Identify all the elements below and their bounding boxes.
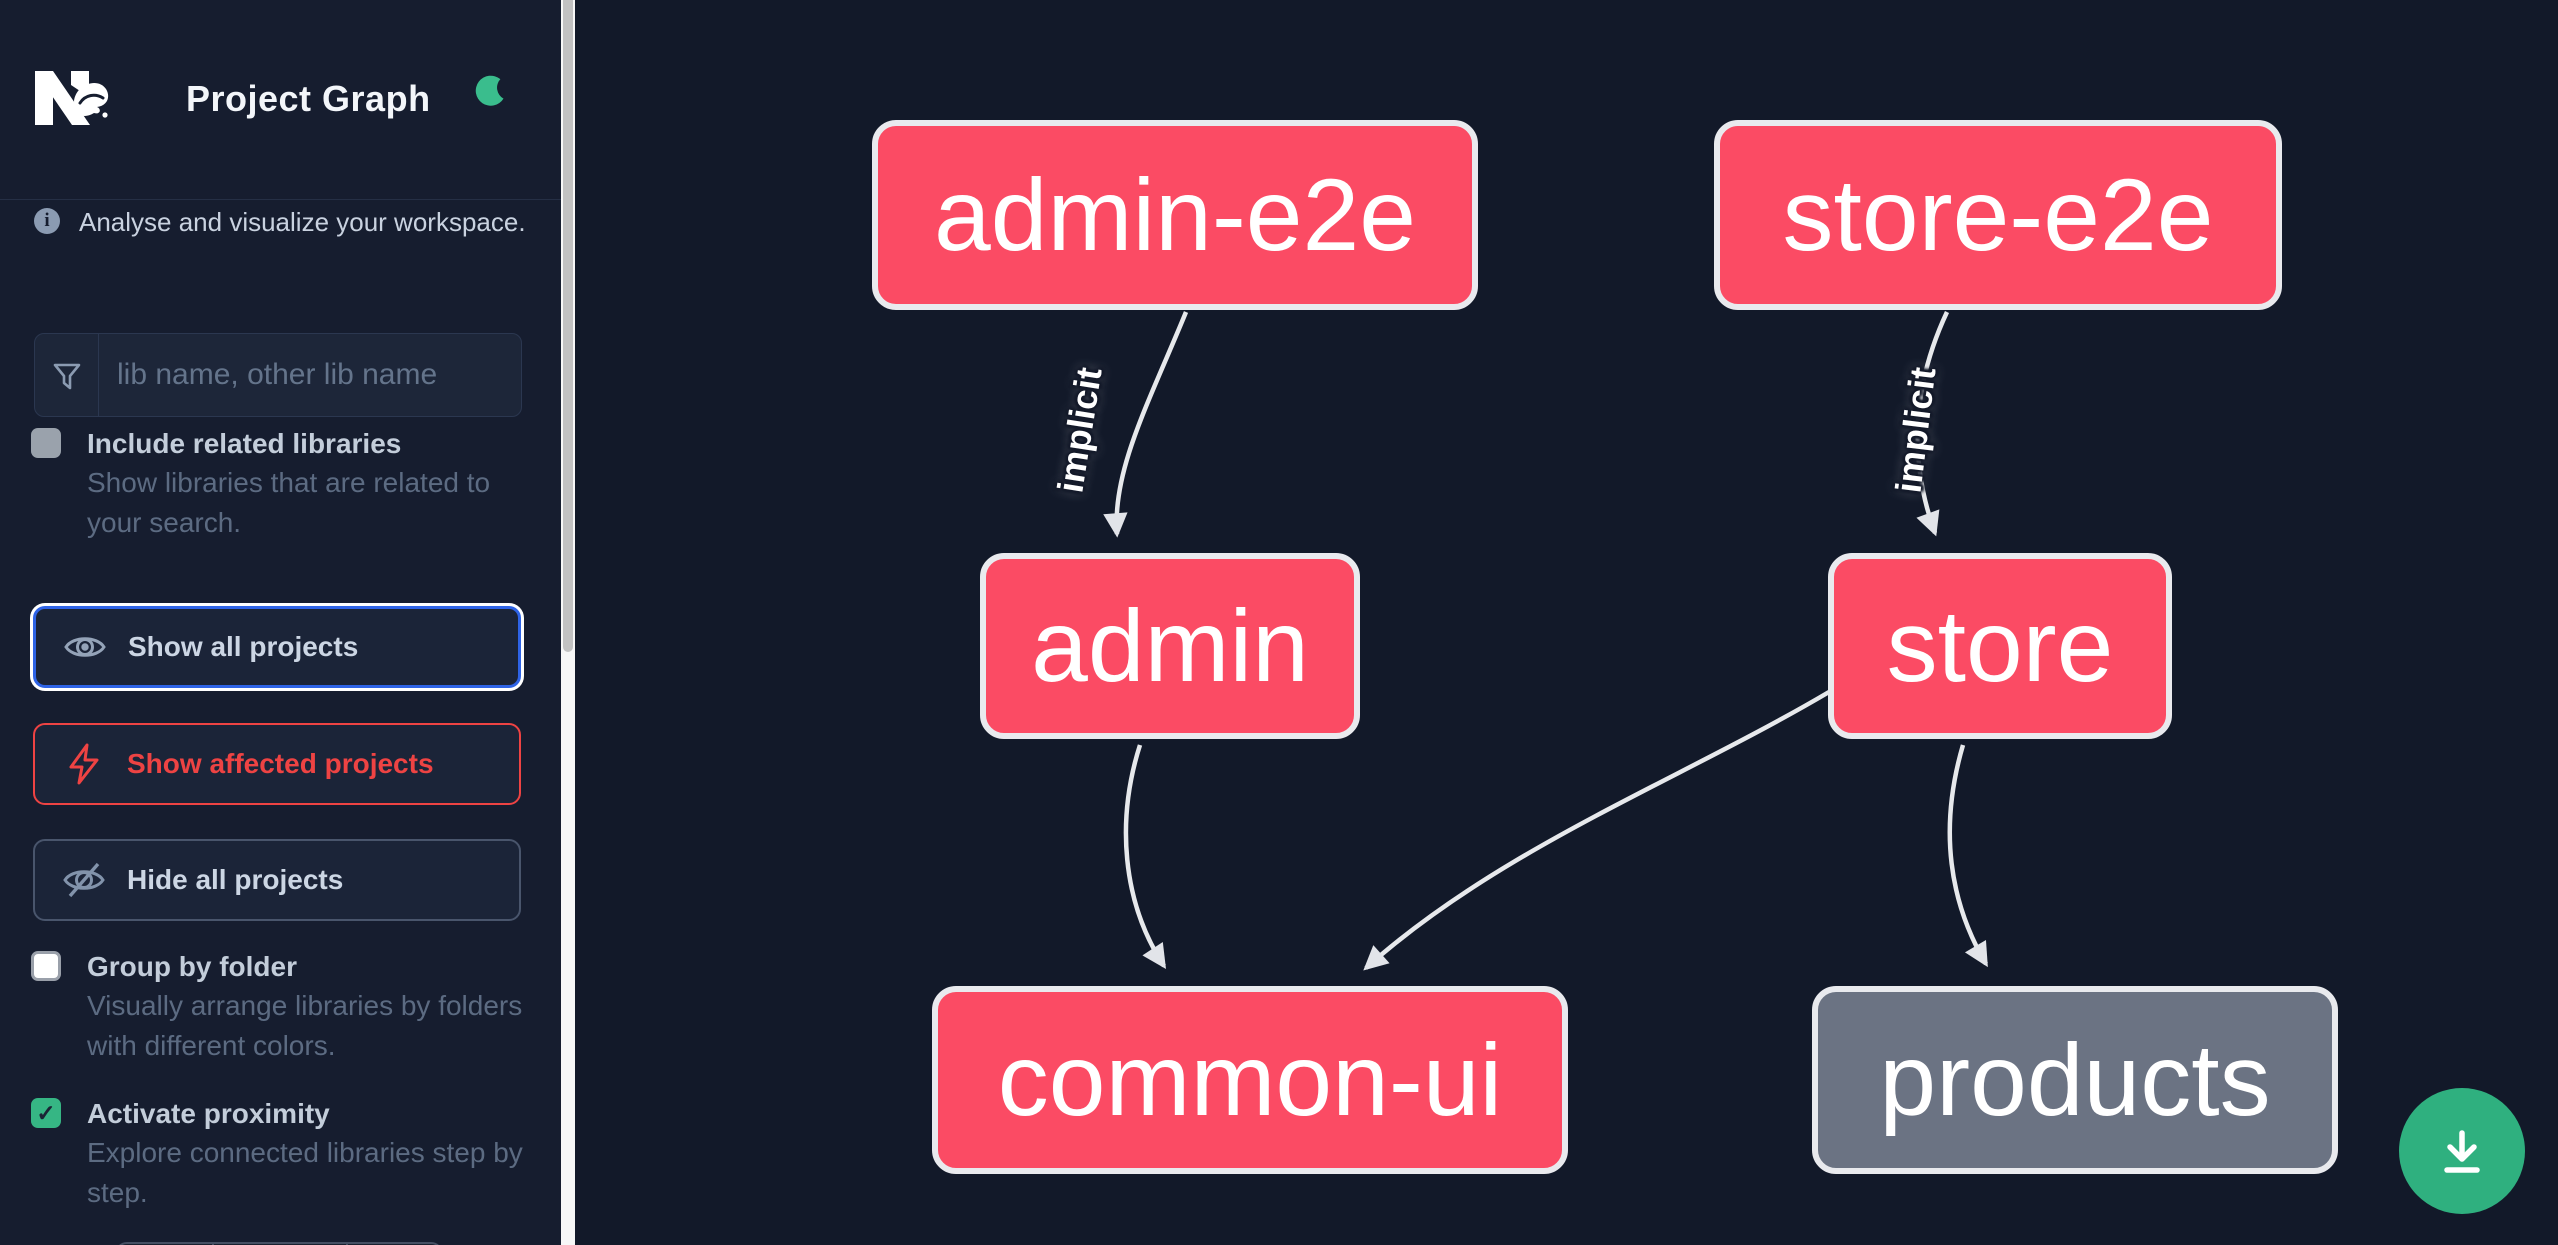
edge-store-e2e-store [1915,311,1950,537]
graph-node-common-ui[interactable]: common-ui [932,986,1568,1174]
toggle-label: Activate proximity [87,1098,330,1129]
search-box [34,333,522,417]
sidebar-header: Project Graph [0,0,561,200]
workspace-info: i Analyse and visualize your workspace. [34,206,526,238]
graph-node-store[interactable]: store [1828,553,2172,739]
toggle-description: Visually arrange libraries by folders wi… [87,990,523,1061]
show-all-projects-button[interactable]: Show all projects [33,606,521,688]
check-icon: ✓ [36,1099,56,1126]
button-label: Hide all projects [127,864,344,895]
toggle-description: Explore connected libraries step by step… [87,1137,523,1208]
graph-node-admin[interactable]: admin [980,553,1360,739]
app-title: Project Graph [186,78,431,119]
node-label: store [1886,588,2114,703]
search-input[interactable] [99,334,521,416]
edge-admin-e2e-admin [1103,311,1189,538]
graph-node-admin-e2e[interactable]: admin-e2e [872,120,1478,310]
graph-node-products[interactable]: products [1812,986,2338,1174]
sidebar-scrollbar-thumb[interactable] [563,0,573,652]
show-affected-projects-button[interactable]: Show affected projects [33,723,521,805]
activate-proximity-checkbox[interactable]: ✓ [31,1098,61,1128]
button-label: Show all projects [128,631,359,662]
moon-icon[interactable] [472,72,508,108]
include-related-checkbox[interactable] [31,428,61,458]
toggle-group-by-folder: Group by folder Visually arrange librari… [31,948,527,1066]
node-label: admin-e2e [934,157,1416,272]
sidebar-scrollbar[interactable] [561,0,575,1245]
node-label: store-e2e [1782,157,2214,272]
node-label: common-ui [997,1022,1503,1137]
button-label: Show affected projects [127,748,434,779]
tagline: Analyse and visualize your workspace. [79,207,526,237]
eye-icon [64,637,106,657]
eye-off-icon [63,862,105,898]
node-label: admin [1031,588,1309,703]
download-graph-button[interactable] [2399,1088,2525,1214]
toggle-label: Group by folder [87,951,297,982]
toggle-label: Include related libraries [87,428,402,459]
edge-admin-common-ui [1123,744,1167,970]
edge-store-products [1947,744,1988,968]
filter-icon [35,334,99,416]
hide-all-projects-button[interactable]: Hide all projects [33,839,521,921]
download-icon [2444,1130,2480,1173]
edge-store-common-ui [1363,690,1831,971]
toggle-activate-proximity: ✓ Activate proximity Explore connected l… [31,1095,527,1213]
toggle-include-related: Include related libraries Show libraries… [31,425,527,543]
group-by-folder-checkbox[interactable] [31,951,61,981]
nx-logo [35,71,109,125]
node-label: products [1879,1022,2271,1137]
lightning-icon [69,743,99,785]
graph-node-store-e2e[interactable]: store-e2e [1714,120,2282,310]
info-icon: i [34,208,60,234]
toggle-description: Show libraries that are related to your … [87,467,491,538]
sidebar: Project Graph i Analyse and visualize yo… [0,0,561,1245]
